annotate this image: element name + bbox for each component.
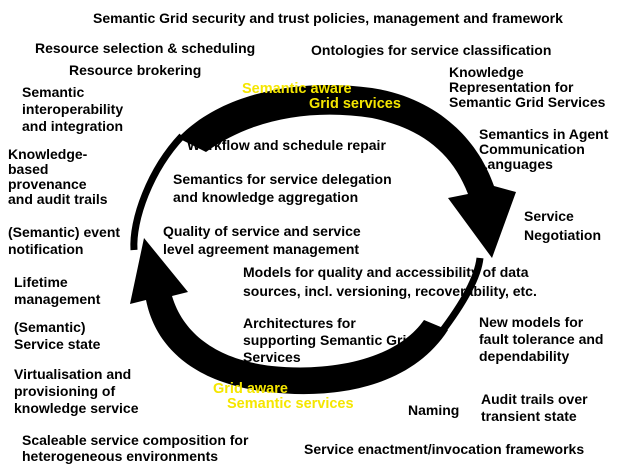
label-audit-transient: Audit trails over transient state (481, 391, 588, 424)
label-virtualisation: Virtualisation and provisioning of knowl… (14, 366, 139, 416)
bottom-cycle-arrow (130, 238, 448, 395)
label-knowledge-representation: Knowledge Representation for Semantic Gr… (449, 64, 606, 110)
label-lifetime-management: Lifetime management (14, 274, 101, 307)
label-workflow-repair: Workflow and schedule repair (187, 137, 386, 153)
label-semantic-interoperability: Semantic interoperability and integratio… (22, 84, 124, 134)
label-service-state: (Semantic) Service state (14, 319, 101, 352)
top-cycle-arrow (178, 84, 516, 258)
label-semantic-aware-grid-services: Semantic aware Grid services (242, 81, 401, 112)
diagram-title: Semantic Grid security and trust policie… (93, 10, 563, 26)
label-enactment-frameworks: Service enactment/invocation frameworks (304, 441, 585, 457)
top-arrow-tail (130, 133, 185, 251)
label-naming: Naming (408, 402, 460, 418)
label-service-delegation: Semantics for service delegation and kno… (173, 171, 392, 205)
label-data-models: Models for quality and accessibility of … (243, 264, 537, 299)
label-agent-languages: Semantics in Agent Communication Languag… (479, 126, 609, 172)
label-fault-tolerance: New models for fault tolerance and depen… (479, 314, 604, 364)
label-grid-aware-semantic-services: Grid aware Semantic services (213, 381, 354, 412)
label-scaleable-composition: Scaleable service composition for hetero… (22, 432, 249, 464)
label-provenance: Knowledge- based provenance and audit tr… (8, 146, 108, 207)
label-resource-selection: Resource selection & scheduling (35, 40, 256, 56)
label-architectures: Architectures for supporting Semantic Gr… (243, 315, 415, 365)
label-ontologies: Ontologies for service classification (311, 42, 552, 58)
label-event-notification: (Semantic) event notification (8, 224, 121, 257)
label-resource-brokering: Resource brokering (69, 62, 202, 78)
label-quality-of-service: Quality of service and service level agr… (163, 223, 361, 257)
label-service-negotiation: Service Negotiation (524, 208, 601, 243)
bottom-arrow-tail (437, 257, 484, 337)
